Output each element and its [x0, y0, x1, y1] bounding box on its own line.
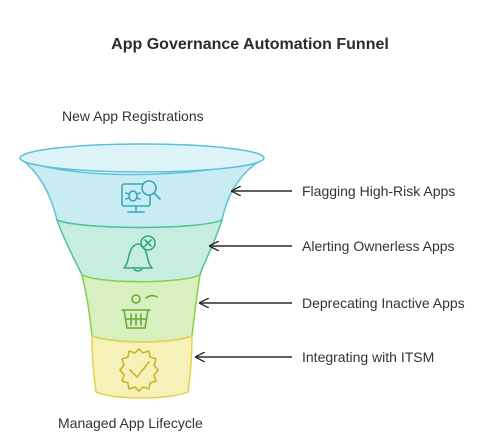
stage-label-flagging: Flagging High-Risk Apps	[302, 183, 456, 199]
funnel-output-label: Managed App Lifecycle	[58, 415, 203, 431]
funnel-stage-2	[55, 218, 224, 283]
funnel-input-label: New App Registrations	[62, 108, 204, 124]
stage-label-integrating: Integrating with ITSM	[302, 349, 435, 365]
bug-search-monitor-icon	[121, 180, 161, 213]
funnel-stage-3	[80, 273, 201, 343]
gear-check-icon	[119, 348, 159, 392]
basket-icon	[121, 294, 158, 329]
bell-x-icon	[123, 235, 156, 272]
diagram-title: App Governance Automation Funnel	[111, 36, 389, 53]
funnel-stage-4	[91, 334, 193, 399]
stage-label-deprecating: Deprecating Inactive Apps	[302, 295, 465, 311]
funnel-rim	[19, 143, 265, 173]
stage-label-alerting: Alerting Ownerless Apps	[302, 238, 455, 254]
